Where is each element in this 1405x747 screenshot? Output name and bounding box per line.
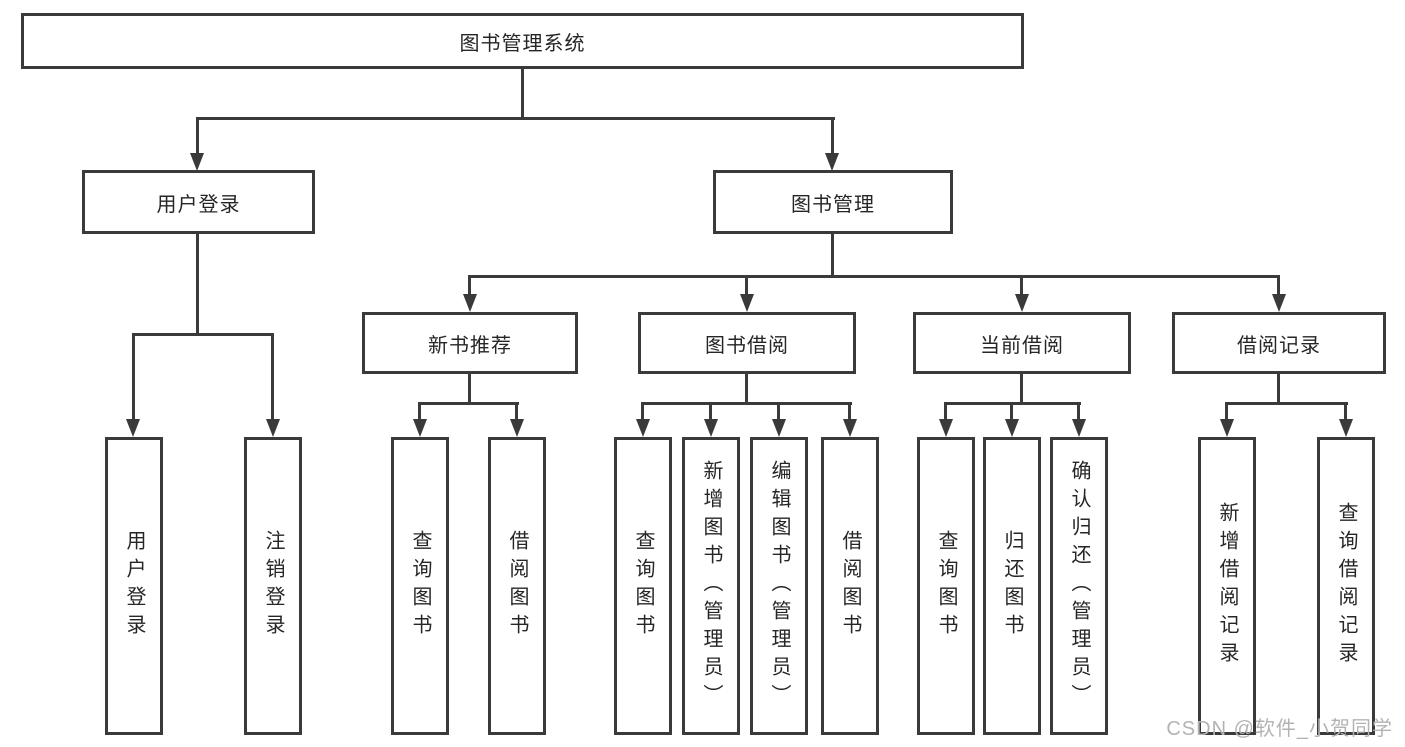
connector-user-login-stub — [196, 234, 199, 335]
arrowhead-icon — [510, 419, 524, 437]
arrowhead-icon — [463, 294, 477, 312]
connector-to-new-book-recommendation — [468, 275, 471, 297]
connector-root-stub — [521, 69, 524, 118]
node-borrowing-records: 借阅记录 — [1172, 312, 1386, 374]
connector-to-book-borrowing — [745, 275, 748, 297]
connector-bb-rail — [641, 402, 852, 405]
arrowhead-icon — [1072, 419, 1086, 437]
connector-cb-leaf3 — [1077, 402, 1080, 421]
arrowhead-icon — [825, 153, 839, 171]
arrowhead-icon — [939, 419, 953, 437]
connector-user-login-rail — [132, 333, 274, 336]
connector-to-current-borrowing — [1020, 275, 1023, 297]
arrowhead-icon — [1005, 419, 1019, 437]
arrowhead-icon — [704, 419, 718, 437]
node-current-borrowing: 当前借阅 — [913, 312, 1131, 374]
arrowhead-icon — [126, 419, 140, 437]
leaf-bb-edit-books-admin: 编辑图书（管理员） — [750, 437, 808, 735]
leaf-br-add-borrow-record: 新增借阅记录 — [1198, 437, 1256, 735]
connector-to-leaf-logout — [271, 333, 274, 421]
leaf-cb-query-books: 查询图书 — [917, 437, 975, 735]
connector-bb-stub — [745, 374, 748, 405]
arrowhead-icon — [190, 153, 204, 171]
arrowhead-icon — [843, 419, 857, 437]
leaf-bb-query-books: 查询图书 — [614, 437, 672, 735]
connector-nb-rail — [418, 402, 519, 405]
connector-level3-rail — [468, 275, 1280, 278]
arrowhead-icon — [413, 419, 427, 437]
connector-level1-rail — [196, 117, 835, 120]
leaf-br-query-borrow-record: 查询借阅记录 — [1317, 437, 1375, 735]
arrowhead-icon — [772, 419, 786, 437]
connector-to-user-login — [196, 117, 199, 155]
connector-nb-stub — [468, 374, 471, 405]
connector-cb-leaf2 — [1010, 402, 1013, 421]
connector-br-stub — [1277, 374, 1280, 405]
connector-bb-leaf2 — [709, 402, 712, 421]
node-book-management: 图书管理 — [713, 170, 953, 234]
connector-br-rail — [1225, 402, 1348, 405]
node-new-book-recommendation: 新书推荐 — [362, 312, 578, 374]
connector-to-borrowing-records — [1277, 275, 1280, 297]
connector-nb-leaf2 — [515, 402, 518, 421]
arrowhead-icon — [1015, 294, 1029, 312]
connector-br-leaf1 — [1225, 402, 1228, 421]
leaf-nb-query-books: 查询图书 — [391, 437, 449, 735]
connector-br-leaf2 — [1344, 402, 1347, 421]
connector-nb-leaf1 — [418, 402, 421, 421]
arrowhead-icon — [266, 419, 280, 437]
csdn-watermark: CSDN @软件_小贺同学 — [1166, 718, 1393, 740]
leaf-bb-borrow-books: 借阅图书 — [821, 437, 879, 735]
connector-to-leaf-user-login — [132, 333, 135, 421]
connector-bb-leaf1 — [641, 402, 644, 421]
leaf-cb-return-books: 归还图书 — [983, 437, 1041, 735]
connector-bb-leaf4 — [848, 402, 851, 421]
leaf-bb-add-books-admin: 新增图书（管理员） — [682, 437, 740, 735]
leaf-nb-borrow-books: 借阅图书 — [488, 437, 546, 735]
connector-cb-stub — [1020, 374, 1023, 405]
arrowhead-icon — [1220, 419, 1234, 437]
node-library-management-system: 图书管理系统 — [21, 13, 1024, 69]
leaf-user-login: 用户登录 — [105, 437, 163, 735]
connector-cb-leaf1 — [944, 402, 947, 421]
connector-book-management-stub — [831, 234, 834, 278]
arrowhead-icon — [740, 294, 754, 312]
node-book-borrowing: 图书借阅 — [638, 312, 856, 374]
arrowhead-icon — [1272, 294, 1286, 312]
leaf-logout: 注销登录 — [244, 437, 302, 735]
node-user-login: 用户登录 — [82, 170, 315, 234]
leaf-cb-confirm-return-admin: 确认归还（管理员） — [1050, 437, 1108, 735]
connector-bb-leaf3 — [777, 402, 780, 421]
arrowhead-icon — [1339, 419, 1353, 437]
arrowhead-icon — [636, 419, 650, 437]
connector-to-book-management — [831, 117, 834, 155]
